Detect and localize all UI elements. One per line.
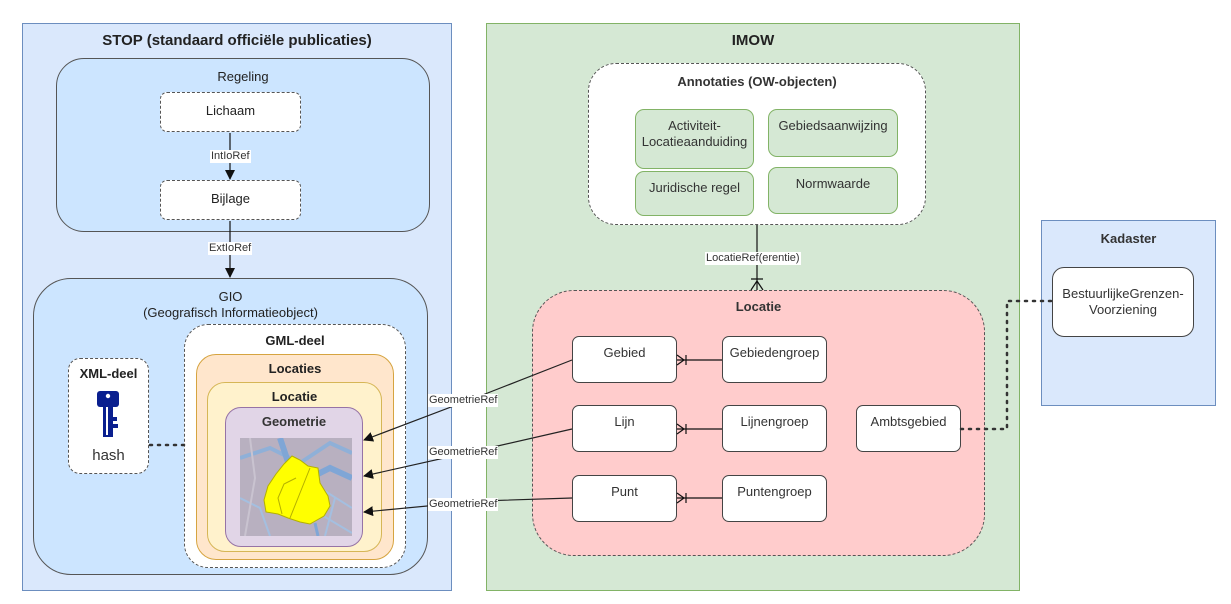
punt-label: Punt (611, 484, 638, 499)
annotatie-label: Normwaarde (795, 176, 871, 191)
lijn-label: Lijn (614, 414, 635, 429)
gebied-label: Gebied (603, 345, 646, 360)
lichaam-label: Lichaam (205, 103, 256, 118)
locaties-title: Locaties (268, 361, 322, 376)
geometrieref-label-1: GeometrieRef (428, 394, 499, 407)
kadaster-title: Kadaster (1100, 231, 1157, 246)
gio-subtitle: (Geografisch Informatieobject) (143, 305, 318, 320)
ambtsgebied-box[interactable]: Ambtsgebied (856, 405, 961, 452)
annotatie-label: Activiteit- Locatieaanduiding (641, 118, 748, 149)
annotatie-juridische-regel[interactable]: Juridische regel (635, 171, 754, 216)
annotatie-label: Juridische regel (648, 180, 741, 195)
stop-title: STOP (standaard officiële publicaties) (102, 32, 372, 49)
bestuurlijke-grenzen-voorziening-box[interactable]: BestuurlijkeGrenzen- Voorziening (1052, 267, 1194, 337)
xml-deel-box[interactable]: XML-deel hash (68, 358, 149, 474)
lijn-box[interactable]: Lijn (572, 405, 677, 452)
lichaam-box[interactable]: Lichaam (160, 92, 301, 132)
annotatie-activiteit-locatieaanduiding[interactable]: Activiteit- Locatieaanduiding (635, 109, 754, 169)
locatieref-label: LocatieRef(erentie) (705, 252, 801, 265)
annotatie-label: Gebiedsaanwijzing (778, 118, 888, 133)
annotatie-gebiedsaanwijzing[interactable]: Gebiedsaanwijzing (768, 109, 898, 157)
annotaties-title: Annotaties (OW-objecten) (677, 74, 837, 89)
regeling-title: Regeling (217, 69, 269, 84)
ambtsgebied-label: Ambtsgebied (870, 414, 947, 429)
puntengroep-box[interactable]: Puntengroep (722, 475, 827, 522)
geometrieref-label-2: GeometrieRef (428, 446, 499, 459)
intioref-label: IntIoRef (210, 150, 251, 163)
extioref-label: ExtIoRef (208, 242, 253, 255)
lijnengroep-box[interactable]: Lijnengroep (722, 405, 827, 452)
bijlage-box[interactable]: Bijlage (160, 180, 301, 220)
xml-deel-title: XML-deel (79, 366, 138, 381)
gebiedengroep-label: Gebiedengroep (729, 345, 820, 360)
annotatie-normwaarde[interactable]: Normwaarde (768, 167, 898, 214)
gebied-box[interactable]: Gebied (572, 336, 677, 383)
imow-title: IMOW (731, 32, 775, 49)
punt-box[interactable]: Punt (572, 475, 677, 522)
bijlage-label: Bijlage (210, 191, 251, 206)
gebiedengroep-box[interactable]: Gebiedengroep (722, 336, 827, 383)
locatie-title: Locatie (735, 299, 782, 314)
hash-label: hash (92, 447, 125, 464)
lijnengroep-label: Lijnengroep (740, 414, 809, 429)
map-thumbnail (240, 438, 352, 536)
puntengroep-label: Puntengroep (737, 484, 812, 499)
gml-deel-title: GML-deel (265, 333, 325, 348)
bestuurlijke-grenzen-voorziening-label: BestuurlijkeGrenzen- Voorziening (1062, 286, 1184, 317)
geometrie-box[interactable]: Geometrie (225, 407, 363, 547)
gio-title: GIO (218, 289, 243, 304)
key-icon (97, 391, 119, 437)
geometrieref-label-3: GeometrieRef (428, 498, 499, 511)
locatie-gml-title: Locatie (271, 389, 318, 404)
geometrie-title: Geometrie (261, 414, 327, 429)
